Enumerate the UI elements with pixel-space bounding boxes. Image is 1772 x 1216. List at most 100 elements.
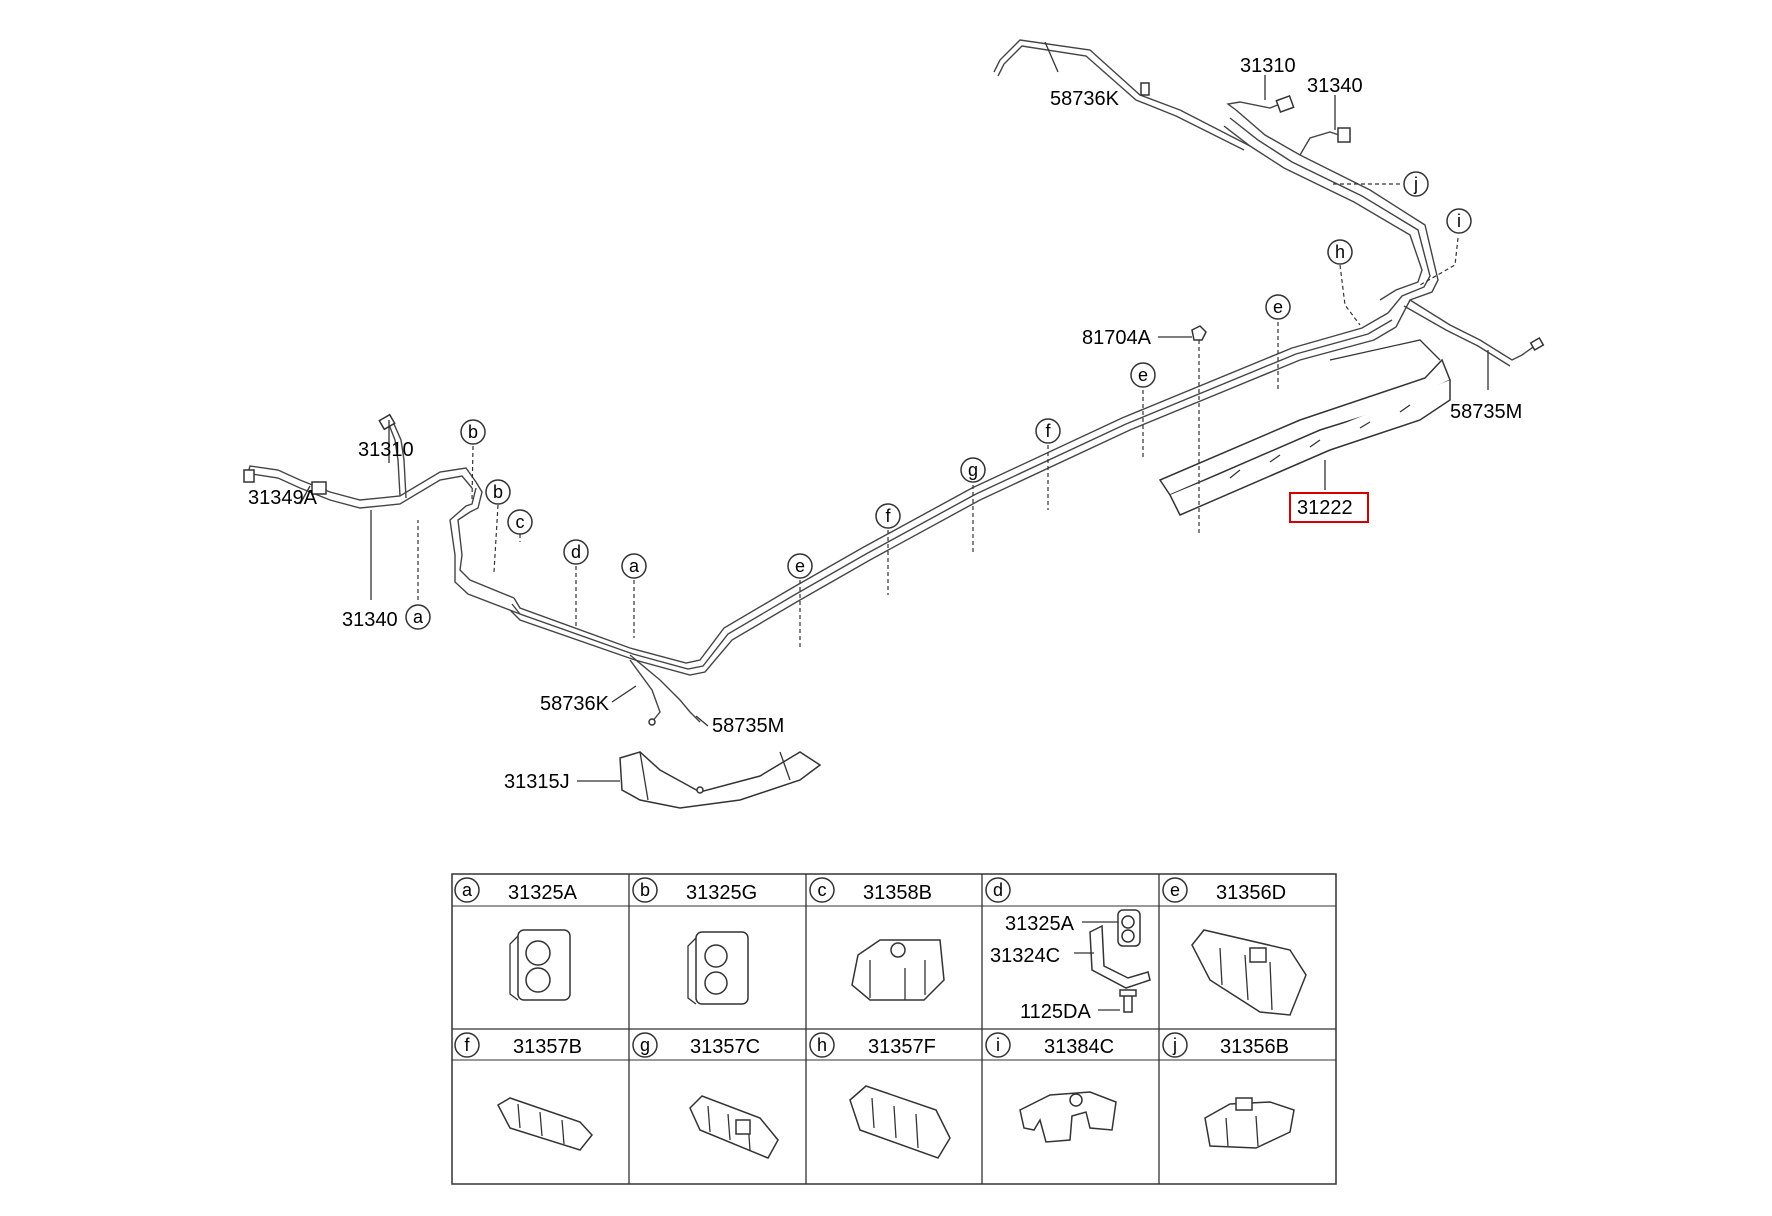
- connector-icon: [1275, 95, 1295, 113]
- table-subpart: 31324C: [990, 945, 1060, 967]
- svg-text:e: e: [1273, 297, 1283, 317]
- table-cell-g: g 31357C: [632, 1032, 779, 1159]
- svg-text:b: b: [640, 880, 650, 900]
- table-subpart: 1125DA: [1020, 1001, 1091, 1023]
- callout-circle: f: [1035, 418, 1061, 444]
- table-cell-b: b 31325G: [632, 877, 757, 1005]
- highlight-box-31222: [1289, 492, 1369, 523]
- callout-circle: h: [1327, 239, 1353, 265]
- svg-text:i: i: [996, 1035, 1000, 1055]
- table-part-number: 31357C: [690, 1036, 760, 1058]
- label-31340-left: 31340: [342, 609, 398, 631]
- callout-circle: b: [460, 419, 486, 445]
- table-part-number: 31356D: [1216, 882, 1286, 904]
- callout-circle: j: [1403, 171, 1429, 197]
- callout-circle: e: [1265, 294, 1291, 320]
- parts-table: a 31325A b 31325G c 31358B: [451, 873, 1337, 1185]
- bolt-81704a: [1191, 325, 1207, 535]
- svg-text:g: g: [968, 460, 978, 480]
- connector-icon: [243, 469, 255, 483]
- svg-text:a: a: [413, 607, 424, 627]
- svg-text:a: a: [629, 556, 640, 576]
- connector-icon: [1140, 82, 1150, 96]
- bracket-31324c-icon: [1074, 909, 1151, 1013]
- clip-31357b-icon: [497, 1097, 593, 1151]
- table-part-number: 31325G: [686, 882, 757, 904]
- label-31222: 31222: [1297, 497, 1353, 519]
- part-labels: 58736K 31310 31340 81704A 58735M 31222 3…: [248, 55, 1522, 793]
- table-part-number: 31357B: [513, 1036, 582, 1058]
- table-part-number: 31384C: [1044, 1036, 1114, 1058]
- svg-text:d: d: [571, 542, 581, 562]
- clip-callouts: a b b c d a e f g f e e h i j: [405, 171, 1472, 630]
- callout-circle: b: [485, 479, 511, 505]
- table-cell-h: h 31357F: [809, 1032, 951, 1159]
- label-31349a: 31349A: [248, 487, 318, 509]
- table-cell-j: j 31356B: [1162, 1032, 1295, 1149]
- clip-31358b-icon: [851, 939, 945, 1001]
- connector-icon: [378, 413, 396, 431]
- svg-text:a: a: [462, 880, 473, 900]
- table-part-number: 31358B: [863, 882, 932, 904]
- table-part-number: 31357F: [868, 1036, 936, 1058]
- callout-circle: f: [875, 503, 901, 529]
- svg-text:f: f: [1045, 421, 1051, 441]
- svg-text:e: e: [1138, 365, 1148, 385]
- svg-text:c: c: [516, 512, 525, 532]
- table-subpart: 31325A: [1005, 913, 1075, 935]
- callout-circle: i: [1446, 208, 1472, 234]
- label-81704a: 81704A: [1082, 327, 1152, 349]
- svg-text:e: e: [795, 556, 805, 576]
- label-31310-top: 31310: [1240, 55, 1296, 77]
- svg-text:i: i: [1457, 211, 1461, 231]
- table-cell-c: c 31358B: [809, 877, 945, 1001]
- clip-31356d-icon: [1191, 929, 1307, 1016]
- label-58736k-top: 58736K: [1050, 88, 1120, 110]
- table-cell-a: a 31325A: [454, 877, 578, 1001]
- clip-31325g-icon: [687, 931, 749, 1005]
- svg-text:j: j: [1413, 174, 1418, 194]
- callout-circle: e: [787, 553, 813, 579]
- table-cell-i: i 31384C: [985, 1032, 1117, 1143]
- table-cell-f: f 31357B: [454, 1032, 593, 1151]
- callout-circle: a: [621, 553, 647, 579]
- svg-text:g: g: [640, 1035, 650, 1055]
- connector-icon: [311, 481, 327, 495]
- label-31340-top: 31340: [1307, 75, 1363, 97]
- connector-icon: [1529, 337, 1545, 351]
- clip-31325a-icon: [509, 929, 571, 1001]
- label-58735m-right: 58735M: [1450, 401, 1522, 423]
- leader-lines: [299, 41, 1489, 782]
- clip-31357f-icon: [849, 1085, 951, 1159]
- callout-circle: c: [507, 509, 533, 535]
- label-31315j: 31315J: [504, 771, 570, 793]
- svg-text:b: b: [468, 422, 478, 442]
- svg-text:h: h: [1335, 242, 1345, 262]
- callout-arrows: [417, 183, 1459, 650]
- clip-31356b-icon: [1204, 1097, 1295, 1149]
- table-part-number: 31325A: [508, 882, 578, 904]
- svg-text:e: e: [1170, 880, 1180, 900]
- svg-text:c: c: [818, 880, 827, 900]
- label-58735m-mid: 58735M: [712, 715, 784, 737]
- shield-31315j: [619, 751, 822, 809]
- svg-text:b: b: [493, 482, 503, 502]
- connector-icon: [1337, 127, 1351, 143]
- callout-circle: g: [960, 457, 986, 483]
- table-part-number: 31356B: [1220, 1036, 1289, 1058]
- table-cell-e: e 31356D: [1162, 877, 1307, 1016]
- clip-31357c-icon: [689, 1095, 779, 1159]
- svg-text:d: d: [993, 880, 1003, 900]
- label-58736k-mid: 58736K: [540, 693, 610, 715]
- svg-text:f: f: [464, 1035, 470, 1055]
- callout-circle: d: [563, 539, 589, 565]
- table-cell-d: d 31325A 31324C 1125DA: [985, 877, 1151, 1023]
- svg-text:f: f: [885, 506, 891, 526]
- label-31310-left: 31310: [358, 439, 414, 461]
- shield-31222: [1158, 339, 1451, 516]
- callout-circle: a: [405, 604, 431, 630]
- svg-text:j: j: [1172, 1035, 1177, 1055]
- fuel-line-bundle: [243, 39, 1545, 726]
- clip-31384c-icon: [1019, 1091, 1117, 1143]
